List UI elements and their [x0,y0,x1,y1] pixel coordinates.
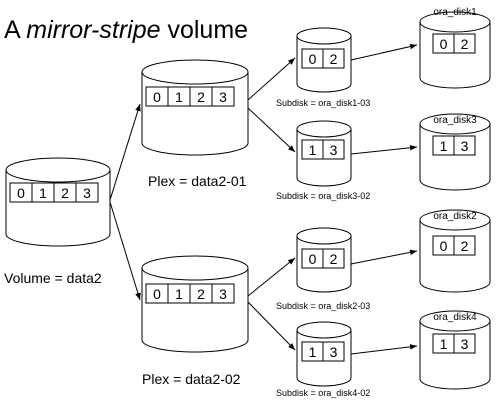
disk-name-label: ora_disk1 [433,7,477,18]
disk-cell: 0 [440,238,448,254]
subdisk-label: Subdisk = ora_disk3-02 [276,191,370,201]
disk-cell: 1 [440,336,448,352]
disk-name-label: ora_disk4 [433,312,477,323]
disk-cell: 0 [440,36,448,52]
subdisk-cell: 0 [309,251,317,267]
plex-cell: 0 [153,286,161,302]
disk-cell: 2 [461,36,469,52]
subdisk-cell: 0 [309,51,317,67]
subdisk-cell: 2 [330,51,338,67]
arrow-subdisk1-to-disk1 [350,43,418,61]
volume-cell: 3 [83,185,91,201]
arrows [109,43,418,355]
disk-cylinder: ora_disk1 0 2 [419,7,491,89]
subdisk-cell: 2 [330,251,338,267]
disk-cell: 3 [461,336,469,352]
plex-label: Plex = data2-01 [148,173,247,189]
disk-cell: 3 [461,138,469,154]
subdisk-cell: 1 [309,344,317,360]
arrow-plex2-to-subdisk4 [247,301,296,351]
plex-cell: 3 [219,286,227,302]
volume-stripe: 0 1 2 3 [9,182,99,203]
arrow-volume-to-plex2 [109,201,141,301]
subdisk-label: Subdisk = ora_disk4-02 [276,388,370,398]
volume-cell: 1 [39,185,47,201]
volume-cell: 2 [61,185,69,201]
subdisk-cylinder: 1 3 [296,120,352,187]
plex-cylinder: 0 1 2 3 [141,255,249,353]
disk-name-label: ora_disk3 [433,115,477,126]
arrow-plex2-to-subdisk3 [247,257,296,297]
subdisk-cylinder: 0 2 [296,27,352,93]
volume-cell: 0 [17,185,25,201]
subdisk-cell: 3 [330,142,338,158]
disk-cell: 2 [461,238,469,254]
plex-cell: 0 [153,89,161,105]
volume-cylinder: 0 1 2 3 [5,157,111,247]
subdisk-cylinder: 1 3 [296,321,352,387]
plex-cell: 3 [219,89,227,105]
plex-cylinder: 0 1 2 3 [141,59,249,156]
plex-label: Plex = data2-02 [142,371,241,387]
arrow-subdisk2-to-disk3 [350,144,418,155]
plex-cell: 1 [175,286,183,302]
diagram-title: A mirror-stripe volume [4,16,248,44]
title-prefix: A [4,16,26,44]
subdisk-label: Subdisk = ora_disk2-03 [276,301,370,311]
title-emphasis: mirror-stripe [26,16,160,44]
arrow-subdisk3-to-disk2 [350,249,418,265]
subdisk-cell: 3 [330,344,338,360]
disk-cell: 1 [440,138,448,154]
arrow-volume-to-plex1 [109,103,141,201]
arrow-plex1-to-subdisk1 [247,57,296,101]
disk-name-label: ora_disk2 [433,211,477,222]
disk-cylinder: ora_disk4 1 3 [419,310,491,390]
plex-cell: 1 [175,89,183,105]
disk-cylinder: ora_disk3 1 3 [419,113,491,191]
arrow-subdisk4-to-disk4 [350,344,418,355]
arrow-plex1-to-subdisk2 [247,107,296,153]
plex-cell: 2 [197,89,205,105]
volume-label: Volume = data2 [4,270,102,286]
plex-cell: 2 [197,286,205,302]
subdisk-cell: 1 [309,142,317,158]
subdisk-cylinder: 0 2 [296,227,352,293]
disk-cylinder: ora_disk2 0 2 [419,209,491,293]
subdisk-label: Subdisk = ora_disk1-03 [276,98,370,108]
title-suffix: volume [161,16,249,44]
